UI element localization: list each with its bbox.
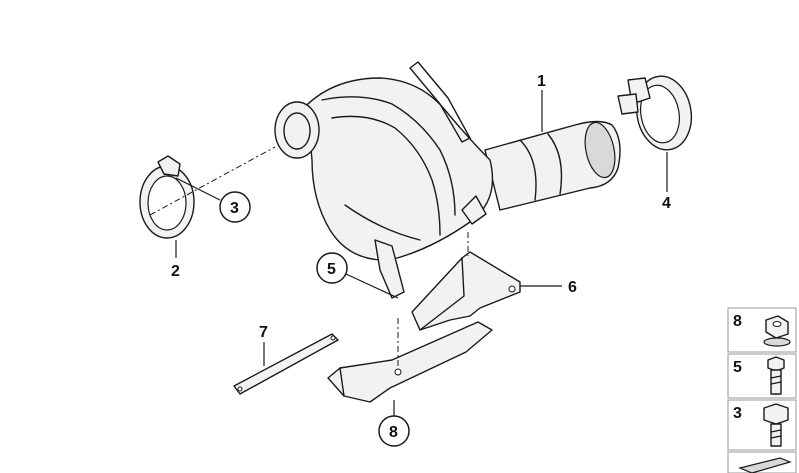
legend-number-5: 5: [733, 359, 742, 376]
callout-7: 7: [259, 324, 268, 341]
callout-5: 5: [327, 261, 336, 278]
callout-4: 4: [662, 195, 671, 212]
legend-number-8: 8: [733, 313, 742, 330]
catalytic-converter[interactable]: [274, 61, 621, 299]
legend-number-3: 3: [733, 405, 742, 422]
hex-bolt-short-icon: [767, 356, 785, 395]
hex-bolt-icon: [763, 403, 789, 447]
flange-nut-icon: [763, 315, 791, 347]
support-bracket[interactable]: [327, 318, 493, 403]
callout-8: 8: [389, 424, 398, 441]
fastener-legend: 8 5 3: [727, 307, 797, 473]
tension-strap[interactable]: [233, 333, 339, 395]
gasket-icon: [738, 457, 792, 473]
band-clamp[interactable]: [617, 72, 697, 154]
callout-6: 6: [568, 279, 577, 296]
mounting-bracket[interactable]: [411, 232, 521, 331]
callout-2: 2: [171, 263, 180, 280]
v-band-clamp[interactable]: [139, 155, 195, 239]
callout-3: 3: [230, 200, 239, 217]
callout-1: 1: [537, 73, 546, 90]
